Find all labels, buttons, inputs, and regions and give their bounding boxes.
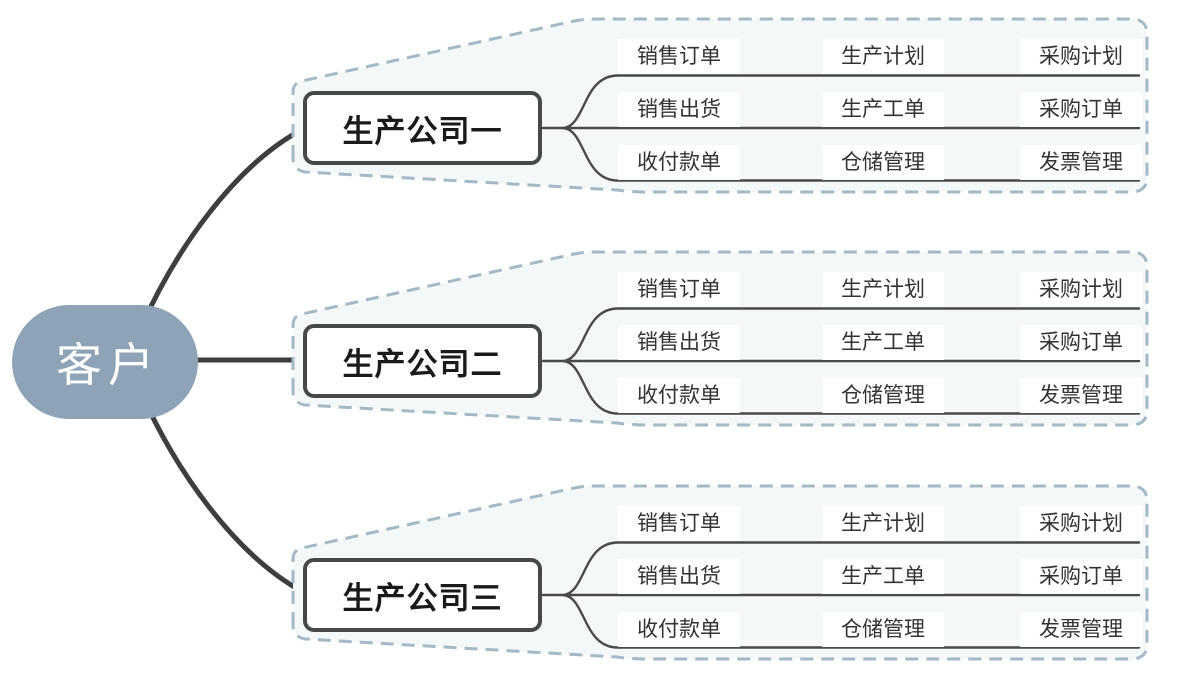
group-shape-3: [291, 484, 1149, 661]
root-node-customer: 客户: [12, 305, 198, 419]
group-shape-2: [291, 250, 1149, 427]
group-shape-1: [291, 17, 1149, 194]
root-connector-top: [137, 126, 306, 333]
root-connector-bottom: [137, 387, 306, 595]
